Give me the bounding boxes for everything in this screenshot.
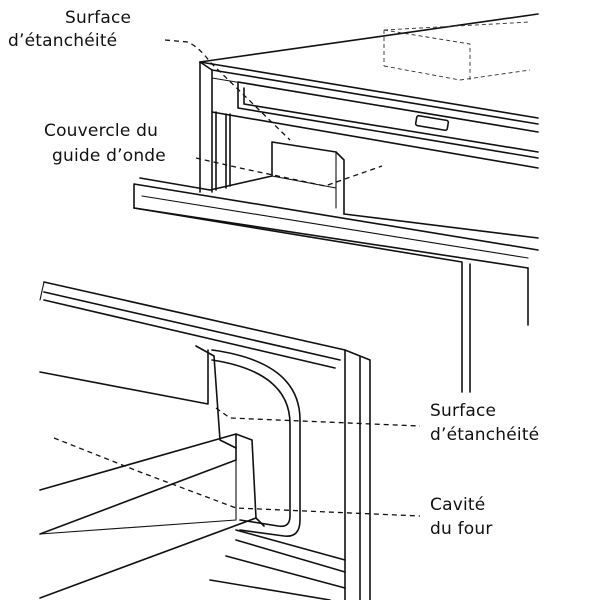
oven-door-open-view: [39, 281, 371, 600]
hidden-component-outline: [383, 21, 531, 81]
label-waveguide-cover-1: Couvercle du: [44, 121, 159, 141]
door-frame-left: [39, 281, 45, 301]
bezel-lower-edge: [211, 111, 539, 169]
waveguide-cover-side: [271, 151, 337, 209]
leader-lines: [53, 39, 421, 517]
label-top-sealing-surface-2: d’étanchéité: [8, 31, 118, 51]
top-panel-edge: [199, 13, 539, 63]
left-post: [215, 111, 231, 191]
door-panel-inner: [141, 195, 529, 259]
front-bezel: [199, 61, 213, 193]
handle-slot: [414, 114, 450, 132]
gasket-outer: [211, 349, 301, 537]
label-waveguide-cover-2: guide d’onde: [52, 146, 166, 166]
control-strip: [237, 81, 539, 159]
label-oven-cavity-1: Cavité: [430, 495, 486, 515]
door-panel-top: [133, 183, 539, 269]
waveguide-cover-box: [209, 141, 345, 215]
door-frame-right: [344, 349, 371, 600]
door-frame-top: [43, 281, 346, 369]
label-bottom-sealing-surface-2: d’étanchéité: [430, 425, 540, 445]
label-bottom-sealing-surface-1: Surface: [430, 401, 497, 421]
leader-oven-cavity: [53, 437, 421, 517]
cavity-floor: [139, 177, 539, 239]
leader-waveguide-cover: [195, 157, 383, 187]
opening-frame: [195, 345, 237, 449]
shelf-front: [39, 517, 265, 599]
leader-top-sealing: [164, 39, 291, 141]
top-panel-front-edge: [199, 61, 539, 119]
shelf-rail: [39, 433, 257, 535]
shelf-bottom: [39, 459, 237, 535]
opening-left-edge: [39, 349, 209, 405]
bezel-top-rail: [211, 69, 539, 125]
door-panel-face: [133, 207, 471, 393]
gasket-inner: [211, 359, 291, 528]
door-frame-bottom: [209, 529, 346, 600]
leader-bottom-sealing: [215, 407, 421, 427]
label-oven-cavity-2: du four: [430, 519, 493, 539]
label-top-sealing-surface-1: Surface: [65, 8, 132, 28]
oven-interior-top-view: [133, 13, 539, 393]
